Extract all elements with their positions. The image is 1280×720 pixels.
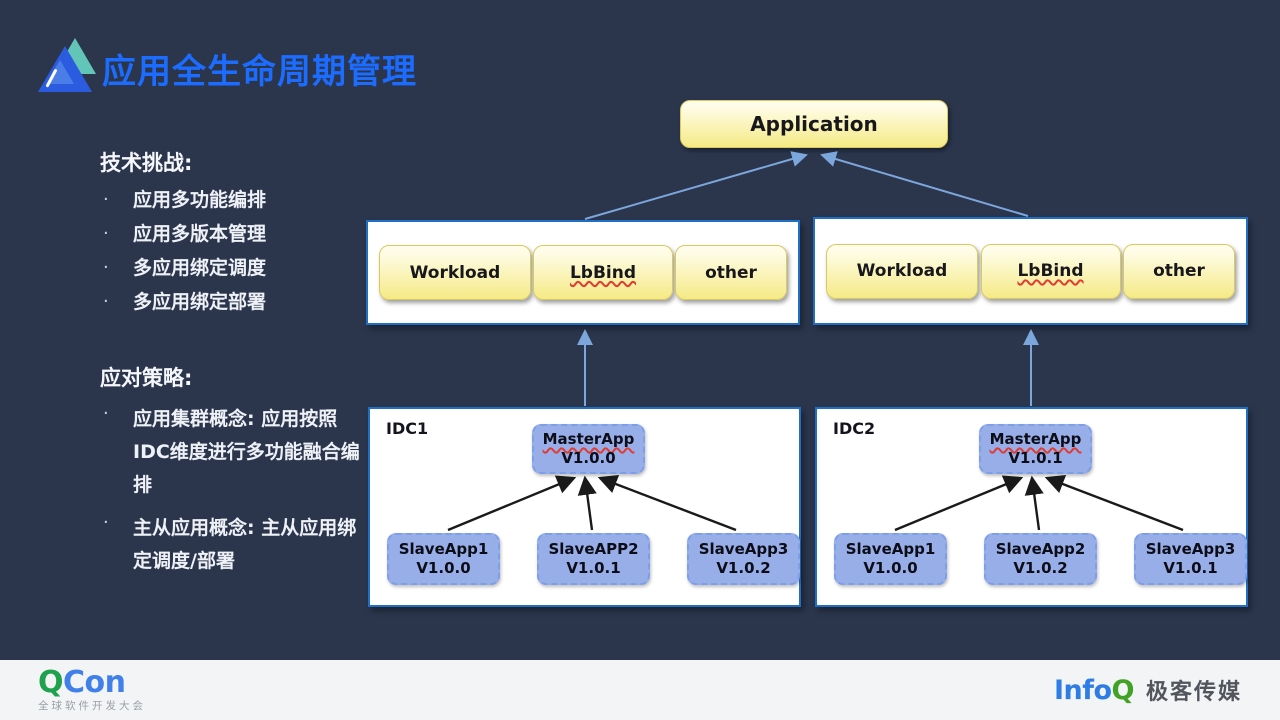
lbbind-node: LbBind bbox=[980, 243, 1121, 299]
bullet-dot: · bbox=[103, 512, 109, 533]
node-version: V1.0.1 bbox=[1163, 559, 1218, 577]
qcon-wordmark: QCon bbox=[38, 668, 146, 698]
list-item: · 应用多版本管理 bbox=[103, 222, 363, 246]
slave-app-node: SlaveApp2 V1.0.2 bbox=[984, 533, 1097, 585]
qcon-con: Con bbox=[63, 665, 126, 701]
node-name: SlaveApp2 bbox=[995, 540, 1086, 558]
master-app-node: MasterApp V1.0.0 bbox=[532, 424, 645, 474]
list-item-text: 多应用绑定部署 bbox=[133, 290, 267, 313]
list-item-text: 多应用绑定调度 bbox=[133, 256, 267, 279]
workload-node: Workload bbox=[379, 245, 531, 300]
cluster-container-2: Workload LbBind other bbox=[813, 217, 1248, 325]
lbbind-label: LbBind bbox=[569, 262, 637, 283]
node-version: V1.0.0 bbox=[863, 559, 918, 577]
qcon-subtitle: 全球软件开发大会 bbox=[38, 700, 146, 713]
master-app-node: MasterApp V1.0.1 bbox=[979, 424, 1092, 474]
node-name: MasterApp bbox=[989, 430, 1082, 448]
strategy-list: · 应用集群概念: 应用按照IDC维度进行多功能融合编排 · 主从应用概念: 主从应… bbox=[103, 403, 363, 588]
infoq-wordmark: InfoQ bbox=[1053, 674, 1135, 706]
idc1-label: IDC1 bbox=[386, 419, 429, 438]
bullet-dot: · bbox=[103, 257, 109, 278]
slave-app-node: SlaveApp1 V1.0.0 bbox=[834, 533, 947, 585]
node-version: V1.0.0 bbox=[416, 559, 471, 577]
node-name: SlaveAPP2 bbox=[548, 540, 639, 558]
slave-app-node: SlaveApp1 V1.0.0 bbox=[387, 533, 500, 585]
slave-app-node: SlaveAPP2 V1.0.1 bbox=[537, 533, 650, 585]
bullet-dot: · bbox=[103, 223, 109, 244]
list-item-text: 应用多功能编排 bbox=[133, 188, 267, 211]
node-version: V1.0.1 bbox=[1008, 449, 1063, 467]
node-name: SlaveApp3 bbox=[698, 540, 789, 558]
infoq-logo: InfoQ 极客传媒 bbox=[1054, 674, 1242, 706]
list-item: · 多应用绑定部署 bbox=[103, 290, 363, 314]
node-version: V1.0.2 bbox=[716, 559, 771, 577]
other-node: other bbox=[1123, 243, 1235, 299]
list-item: · 主从应用概念: 主从应用绑定调度/部署 bbox=[103, 512, 363, 578]
idc2-label: IDC2 bbox=[833, 419, 876, 438]
node-version: V1.0.1 bbox=[566, 559, 621, 577]
list-item-text: 应用多版本管理 bbox=[133, 222, 267, 245]
page-title: 应用全生命周期管理 bbox=[102, 52, 417, 92]
other-node: other bbox=[675, 245, 787, 300]
node-name: SlaveApp3 bbox=[1145, 540, 1236, 558]
idc2-container: IDC2 MasterApp V1.0.1 SlaveApp1 V1.0.0 S… bbox=[815, 407, 1248, 607]
company-triangle-logo-icon bbox=[38, 38, 98, 92]
infoq-q: Q bbox=[1111, 674, 1135, 706]
idc1-container: IDC1 MasterApp V1.0.0 SlaveApp1 V1.0.0 S… bbox=[368, 407, 801, 607]
cluster-container-1: Workload LbBind other bbox=[366, 220, 800, 325]
list-item-text: 主从应用概念: 主从应用绑定调度/部署 bbox=[133, 517, 357, 572]
challenge-list: · 应用多功能编排 · 应用多版本管理 · 多应用绑定调度 · 多应用绑定部署 bbox=[103, 188, 363, 324]
node-version: V1.0.2 bbox=[1013, 559, 1068, 577]
bullet-dot: · bbox=[103, 403, 109, 424]
workload-node: Workload bbox=[826, 243, 978, 299]
slave-app-node: SlaveApp3 V1.0.2 bbox=[687, 533, 800, 585]
node-version: V1.0.0 bbox=[561, 449, 616, 467]
qcon-q: Q bbox=[38, 665, 64, 701]
qcon-logo: QCon 全球软件开发大会 bbox=[38, 668, 146, 712]
bullet-dot: · bbox=[103, 291, 109, 312]
node-name: SlaveApp1 bbox=[398, 540, 489, 558]
list-item: · 多应用绑定调度 bbox=[103, 256, 363, 280]
bullet-dot: · bbox=[103, 189, 109, 210]
node-name: SlaveApp1 bbox=[845, 540, 936, 558]
infoq-brand-text: 极客传媒 bbox=[1145, 680, 1242, 705]
lbbind-node: LbBind bbox=[533, 245, 673, 300]
slave-app-node: SlaveApp3 V1.0.1 bbox=[1134, 533, 1247, 585]
lbbind-label: LbBind bbox=[1017, 261, 1084, 281]
footer-bar: QCon 全球软件开发大会 InfoQ 极客传媒 bbox=[0, 660, 1280, 720]
infoq-info: Info bbox=[1053, 674, 1112, 706]
list-item: · 应用集群概念: 应用按照IDC维度进行多功能融合编排 bbox=[103, 403, 363, 502]
node-name: MasterApp bbox=[542, 430, 635, 448]
application-node: Application bbox=[680, 100, 948, 148]
list-item-text: 应用集群概念: 应用按照IDC维度进行多功能融合编排 bbox=[133, 408, 360, 496]
section-heading-challenges: 技术挑战: bbox=[100, 151, 193, 175]
list-item: · 应用多功能编排 bbox=[103, 188, 363, 212]
section-heading-strategies: 应对策略: bbox=[100, 366, 193, 390]
